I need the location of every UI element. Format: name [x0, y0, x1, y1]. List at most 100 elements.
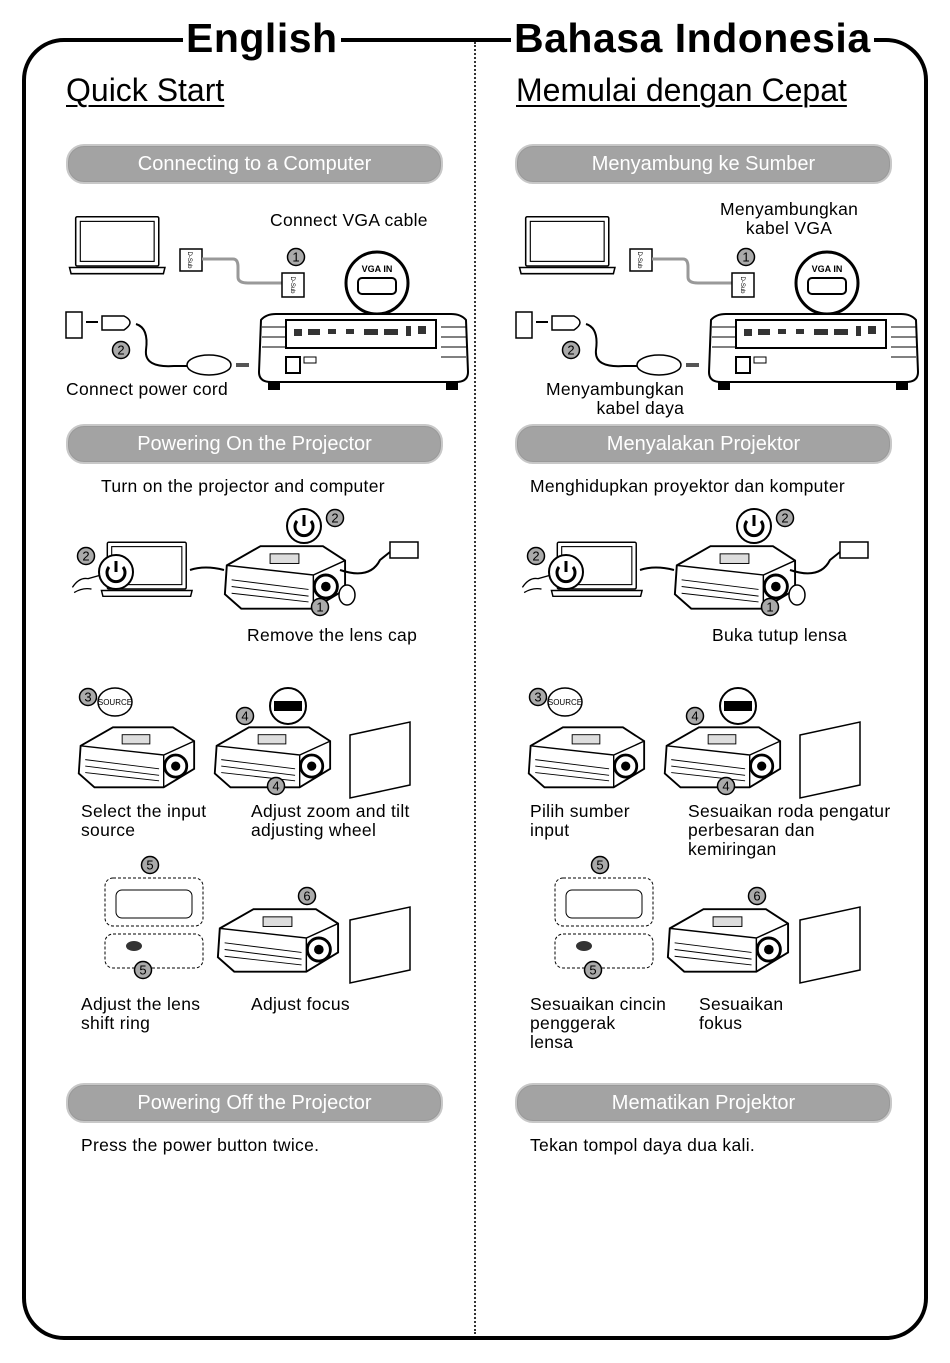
- caption-power-cord: Connect power cord: [66, 379, 229, 399]
- power-button-icon: [98, 554, 134, 590]
- caption-power-off-id: Tekan tompol daya dua kali.: [530, 1135, 756, 1155]
- svg-text:1: 1: [316, 600, 323, 615]
- step-number-icon: 1: [286, 247, 306, 267]
- step-number-icon: 2: [561, 340, 581, 360]
- svg-text:4: 4: [241, 709, 248, 724]
- caption-focus: Adjust focus: [251, 994, 350, 1014]
- caption-shift: Adjust the lens shift ring: [81, 994, 201, 1033]
- svg-text:2: 2: [117, 343, 124, 358]
- screen-icon: [799, 721, 861, 799]
- power-button-icon: [548, 554, 584, 590]
- svg-text:2: 2: [532, 549, 539, 564]
- section-power-on-indonesian: Menyalakan Projektor: [515, 424, 892, 464]
- projector-icon: [666, 907, 790, 974]
- projector-icon: [77, 725, 196, 789]
- svg-text:3: 3: [534, 690, 541, 705]
- step-number-icon: 1: [310, 597, 330, 617]
- step-number-icon: 2: [76, 546, 96, 566]
- step-number-icon: 1: [736, 247, 756, 267]
- svg-text:D-Sub: D-Sub: [289, 276, 295, 294]
- caption-lens-cap-id: Buka tutup lensa: [712, 625, 848, 645]
- svg-text:2: 2: [781, 511, 788, 526]
- svg-text:SOURCE: SOURCE: [98, 698, 132, 707]
- step-number-icon: 6: [747, 886, 767, 906]
- svg-text:D-Sub: D-Sub: [186, 251, 192, 269]
- screen-icon: [799, 906, 861, 984]
- lens-shift-callout-icon: [554, 877, 654, 969]
- hand-icon: [521, 574, 551, 594]
- projector-rear-icon: [258, 313, 469, 391]
- projector-icon: [527, 725, 646, 789]
- section-connect-indonesian: Menyambung ke Sumber: [515, 144, 892, 184]
- caption-zoom: Adjust zoom and tilt adjusting wheel: [251, 801, 410, 840]
- svg-text:5: 5: [589, 963, 596, 978]
- svg-text:4: 4: [272, 779, 279, 794]
- section-connect-english: Connecting to a Computer: [66, 144, 443, 184]
- lens-cap-icon: [788, 584, 806, 606]
- step-number-icon: 1: [760, 597, 780, 617]
- caption-input: Select the input source: [81, 801, 207, 840]
- caption-power-off: Press the power button twice.: [81, 1135, 320, 1155]
- step-number-icon: 2: [526, 546, 546, 566]
- step-number-icon: 5: [590, 855, 610, 875]
- svg-text:VGA IN: VGA IN: [812, 264, 843, 274]
- svg-text:D-Sub: D-Sub: [636, 251, 642, 269]
- svg-text:4: 4: [722, 779, 729, 794]
- svg-text:1: 1: [766, 600, 773, 615]
- svg-text:2: 2: [82, 549, 89, 564]
- power-cord-icon: [515, 311, 699, 376]
- screen-icon: [349, 906, 411, 984]
- svg-text:5: 5: [139, 963, 146, 978]
- section-power-on-english: Powering On the Projector: [66, 424, 443, 464]
- vga-in-callout-icon: VGA IN: [344, 250, 410, 328]
- zoom-ring-callout-icon: [269, 687, 307, 725]
- projector-rear-icon: [708, 313, 919, 391]
- zoom-ring-callout-icon: [719, 687, 757, 725]
- svg-text:6: 6: [753, 889, 760, 904]
- caption-vga-id: Menyambungkan kabel VGA: [720, 199, 859, 238]
- step-number-icon: 5: [140, 855, 160, 875]
- language-heading-indonesian: Bahasa Indonesia: [511, 14, 874, 62]
- step-number-icon: 4: [685, 706, 705, 726]
- svg-text:D-Sub: D-Sub: [739, 276, 745, 294]
- step-number-icon: 4: [716, 776, 736, 796]
- laptop-icon: [518, 215, 616, 275]
- power-cord-icon: [65, 311, 249, 376]
- source-button-icon: SOURCE: [97, 687, 133, 717]
- svg-text:VGA IN: VGA IN: [362, 264, 393, 274]
- caption-vga: Connect VGA cable: [270, 210, 428, 230]
- step-number-icon: 3: [528, 687, 548, 707]
- projector-icon: [216, 907, 340, 974]
- step-number-icon: 3: [78, 687, 98, 707]
- language-heading-english: English: [183, 14, 341, 62]
- caption-lens-cap: Remove the lens cap: [247, 625, 418, 645]
- step-number-icon: 4: [266, 776, 286, 796]
- svg-text:6: 6: [303, 889, 310, 904]
- caption-input-id: Pilih sumber input: [530, 801, 630, 840]
- step-number-icon: 5: [583, 960, 603, 980]
- hand-icon: [71, 574, 101, 594]
- svg-text:2: 2: [331, 511, 338, 526]
- caption-focus-id: Sesuaikan fokus: [699, 994, 784, 1033]
- power-button-icon: [736, 508, 772, 544]
- source-button-icon: SOURCE: [547, 687, 583, 717]
- step-number-icon: 6: [297, 886, 317, 906]
- caption-turn-on-id: Menghidupkan proyektor dan komputer: [530, 476, 845, 496]
- section-power-off-indonesian: Mematikan Projektor: [515, 1083, 892, 1123]
- section-power-off-english: Powering Off the Projector: [66, 1083, 443, 1123]
- caption-shift-id: Sesuaikan cincin penggerak lensa: [530, 994, 667, 1052]
- step-number-icon: 5: [133, 960, 153, 980]
- caption-zoom-id: Sesuaikan roda pengatur perbesaran dan k…: [688, 801, 891, 859]
- svg-text:3: 3: [84, 690, 91, 705]
- lens-cap-icon: [338, 584, 356, 606]
- column-divider: [474, 42, 476, 1334]
- caption-power-cord-id: Menyambungkan kabel daya: [546, 379, 685, 418]
- power-button-icon: [286, 508, 322, 544]
- laptop-icon: [68, 215, 166, 275]
- page-title-indonesian: Memulai dengan Cepat: [516, 72, 847, 108]
- lens-shift-callout-icon: [104, 877, 204, 969]
- screen-icon: [349, 721, 411, 799]
- page-title-english: Quick Start: [66, 72, 225, 108]
- svg-text:1: 1: [292, 250, 299, 265]
